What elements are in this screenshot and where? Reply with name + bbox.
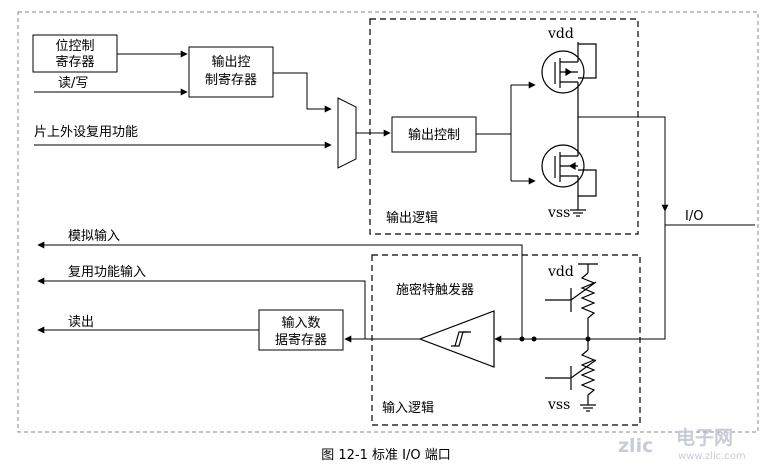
- input-path-wires: [37, 241, 523, 343]
- watermark-logo: zlic 电子网 www.zlic.com: [618, 426, 746, 462]
- bit-control-register-box: [32, 34, 118, 73]
- svg-text:www.zlic.com: www.zlic.com: [678, 451, 746, 462]
- output-logic-region: [369, 18, 639, 235]
- schmitt-trigger-label: 施密特触发器: [396, 282, 474, 298]
- analog-input-label: 模拟输入: [68, 228, 120, 244]
- svg-text:电子网: 电子网: [676, 426, 733, 449]
- schmitt-trigger: [418, 310, 495, 368]
- output-control-register-box: [188, 46, 274, 98]
- vss-bottom-label: vss: [547, 397, 570, 413]
- figure-caption: 图 12-1 标准 I/O 端口: [321, 448, 450, 463]
- bit-control-register-line2: 寄存器: [55, 54, 94, 70]
- output-logic-label: 输出逻辑: [386, 210, 438, 226]
- multiplexer: [337, 97, 357, 169]
- outer-frame: [17, 11, 759, 433]
- output-control-register-line2: 制寄存器: [205, 72, 257, 88]
- input-logic-region: [371, 254, 641, 426]
- vss-top-label: vss: [547, 205, 570, 221]
- input-wires: [34, 50, 391, 149]
- output-control-register-line1: 输出控: [211, 54, 250, 70]
- read-out-label: 读出: [68, 315, 94, 330]
- vdd-bottom-label: vdd: [547, 264, 574, 280]
- input-logic-label: 输入逻辑: [382, 400, 434, 416]
- junction-dot-io: [531, 336, 537, 342]
- bit-control-register-line1: 位控制: [55, 39, 94, 54]
- onchip-alt-func-label: 片上外设复用功能: [34, 125, 138, 140]
- output-control-label: 输出控制: [408, 127, 460, 143]
- pull-up-resistor: [545, 263, 598, 339]
- junction-dot-resistors: [585, 336, 591, 342]
- vdd-top-label: vdd: [547, 26, 574, 42]
- svg-text:zlic: zlic: [618, 435, 653, 457]
- input-data-register-line1: 输入数: [281, 315, 320, 331]
- io-node-wires: [494, 116, 755, 343]
- gate-drive-wires: [476, 81, 536, 185]
- pmos-transistor: [541, 42, 597, 117]
- io-pin-label: I/O: [685, 209, 703, 224]
- alt-func-input-label: 复用功能输入: [68, 264, 146, 280]
- read-write-label: 读/写: [58, 76, 88, 91]
- input-data-register-line2: 据寄存器: [275, 332, 327, 348]
- pull-down-resistor: [545, 339, 597, 412]
- nmos-transistor: [541, 117, 597, 217]
